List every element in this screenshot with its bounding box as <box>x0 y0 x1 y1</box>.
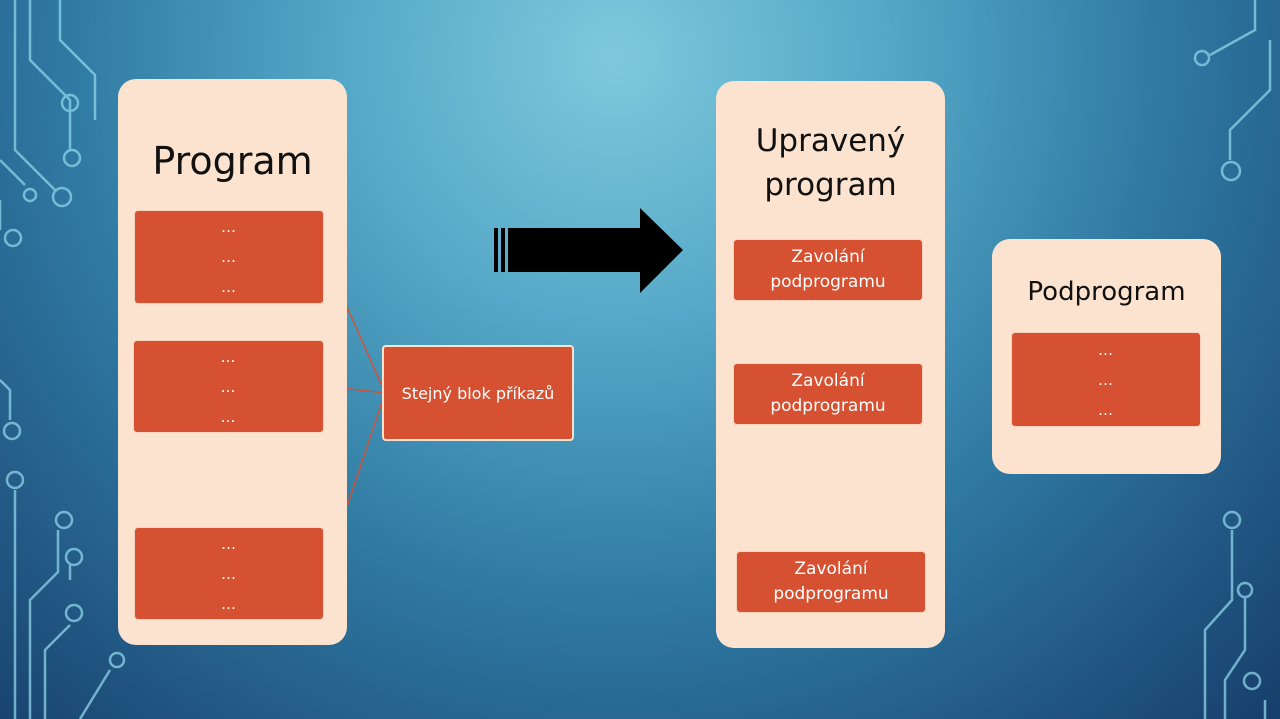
block-line: … <box>1098 340 1114 359</box>
call-line1: Zavolání <box>791 371 865 391</box>
modified-program-title-line1: Upravený <box>755 123 906 159</box>
modified-program-title: Upravený program <box>716 119 945 207</box>
subprogram-title: Podprogram <box>1027 277 1186 307</box>
subprogram-block: … … … <box>1011 332 1201 427</box>
call-line2: podprogramu <box>773 584 889 604</box>
same-block-label: Stejný blok příkazů <box>401 383 555 403</box>
call-line1: Zavolání <box>791 247 865 267</box>
block-line: … <box>221 218 237 236</box>
subprogram-call-2: Zavolání podprogramu <box>733 363 923 425</box>
right-arrow-icon <box>494 208 683 293</box>
program-block-2: … … … <box>133 340 324 433</box>
same-block-box: Stejný blok příkazů <box>382 345 574 441</box>
call-line2: podprogramu <box>770 396 886 416</box>
subprogram-call-1: Zavolání podprogramu <box>733 239 923 301</box>
subprogram-call-3: Zavolání podprogramu <box>736 551 926 613</box>
block-line: … <box>221 594 237 613</box>
block-line: … <box>221 248 237 266</box>
call-line1: Zavolání <box>794 559 868 579</box>
program-block-1: … … … <box>134 210 324 304</box>
program-block-3: … … … <box>134 527 324 620</box>
block-line: … <box>1098 400 1114 419</box>
block-line: … <box>221 278 237 296</box>
block-line: … <box>220 377 237 396</box>
block-line: … <box>221 564 237 583</box>
block-line: … <box>221 534 237 553</box>
modified-program-title-line2: program <box>764 167 897 203</box>
call-line2: podprogramu <box>770 272 886 292</box>
block-line: … <box>220 407 237 426</box>
block-line: … <box>1098 370 1114 389</box>
block-line: … <box>220 347 237 366</box>
program-title: Program <box>152 139 313 183</box>
